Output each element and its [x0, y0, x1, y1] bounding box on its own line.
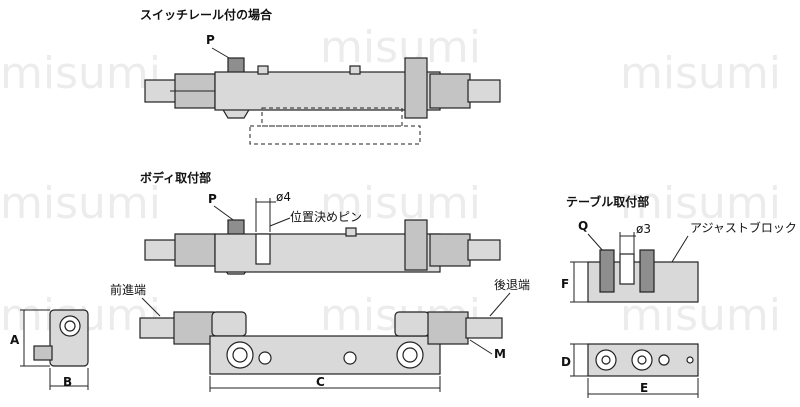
watermark-text: misumi	[620, 48, 781, 99]
label-p-top: P	[206, 33, 215, 47]
section-title-body-mount: ボディ取付部	[140, 170, 211, 185]
label-q: Q	[578, 219, 588, 233]
label-p-mid: P	[208, 192, 217, 206]
watermark-text: misumi	[620, 178, 781, 229]
label-adjust-block: アジャストブロック	[690, 220, 797, 235]
label-m: M	[494, 347, 506, 361]
cylinder-body	[214, 71, 441, 111]
dim-c: C	[316, 375, 325, 389]
rod-right	[467, 79, 501, 103]
label-positioning-pin: 位置決めピン	[290, 209, 362, 224]
dim-d: D	[561, 355, 571, 369]
dim-e: E	[640, 381, 648, 395]
label-front-end: 前進端	[110, 282, 146, 297]
label-rear-end: 後退端	[494, 278, 530, 292]
cylinder-body-mount-view	[144, 198, 501, 275]
watermark-text: misumi	[320, 178, 481, 229]
label-phi4: ø4	[276, 190, 291, 204]
cylinder-front-view	[139, 292, 511, 392]
table-mount-view	[570, 232, 699, 398]
label-phi3: ø3	[636, 222, 651, 236]
watermark-text: misumi	[0, 48, 161, 99]
dim-a: A	[10, 333, 20, 347]
end-block-right	[404, 57, 428, 119]
section-title-table-mount: テーブル取付部	[566, 194, 649, 209]
section-title-switch-rail: スイッチレール付の場合	[140, 7, 273, 22]
dim-f: F	[561, 277, 569, 291]
watermark-text: misumi	[0, 178, 161, 229]
cylinder-side-view	[20, 309, 89, 390]
switch-rail-outline	[261, 107, 403, 127]
dim-b: B	[63, 375, 72, 389]
cylinder-top-view	[144, 47, 501, 145]
watermark-text: misumi	[320, 22, 481, 73]
